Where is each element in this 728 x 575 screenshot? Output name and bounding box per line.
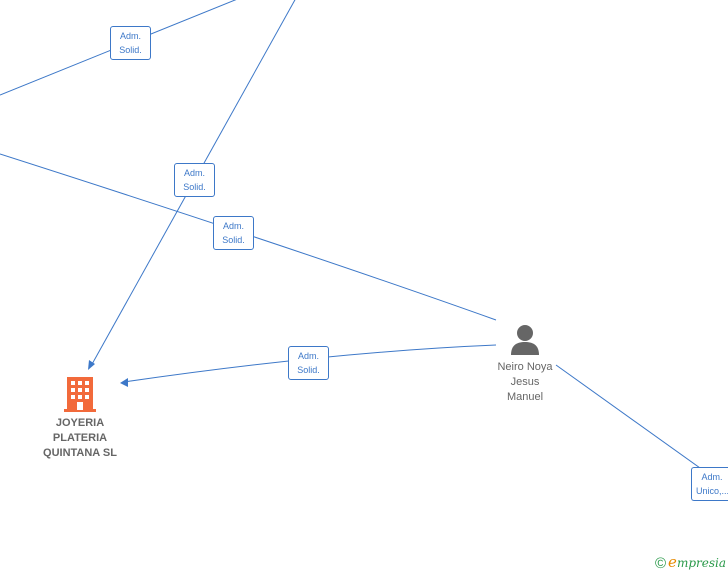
person-node[interactable]: Neiro Noya Jesus Manuel [480,324,570,405]
company-name-line: QUINTANA SL [43,447,117,459]
person-icon [511,325,539,355]
edge-label-adm-solid-2[interactable]: Adm. Solid. [174,163,215,197]
brand-rest: mpresia [676,556,726,570]
building-icon [64,377,96,412]
copyright-icon: © [654,555,667,572]
edge-label-role: Adm. [222,221,244,231]
empresia-logo: ©empresia [655,553,726,572]
edge-label-adm-solid-1[interactable]: Adm. Solid. [110,26,151,60]
person-name-line: Jesus [510,376,540,388]
edge-label-role-type: Unico,... [696,486,728,496]
edge-label-role: Adm. [297,351,319,361]
edge-label-role: Adm. [701,472,723,482]
edge-left-to-person [0,153,497,321]
edge-label-adm-unico[interactable]: Adm. Unico,... [691,467,728,501]
edge-label-role-type: Solid. [183,182,206,192]
edge-label-role: Adm. [183,168,205,178]
company-name-line: JOYERIA [55,417,105,429]
edge-label-adm-solid-3[interactable]: Adm. Solid. [213,216,254,250]
brand-first-letter: e [668,553,677,571]
arrowhead-company-top [88,360,95,370]
company-name-line: PLATERIA [52,432,108,444]
person-name-line: Manuel [506,391,544,403]
edge-label-adm-solid-4[interactable]: Adm. Solid. [288,346,329,380]
edge-label-role-type: Solid. [119,45,142,55]
edge-label-role-type: Solid. [297,365,320,375]
company-node[interactable]: JOYERIA PLATERIA QUINTANA SL [30,376,130,461]
arrowhead-company-right [120,378,128,387]
edge-label-role: Adm. [119,31,141,41]
person-name-line: Neiro Noya [497,361,553,373]
edge-label-role-type: Solid. [222,235,245,245]
